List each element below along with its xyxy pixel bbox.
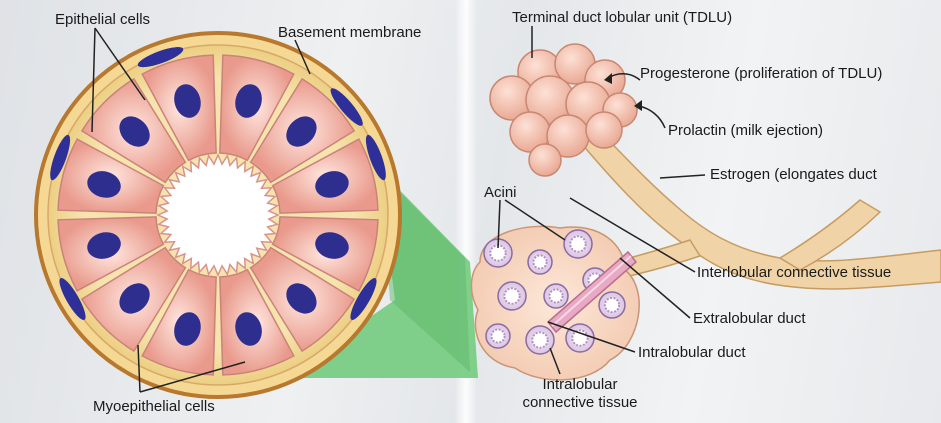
- acinus-lumen: [533, 255, 546, 268]
- myoepithelial-cells-label: Myoepithelial cells: [93, 398, 215, 415]
- acini-label: Acini: [484, 184, 517, 201]
- intralobular-ct-label-line2: connective tissue: [515, 394, 645, 411]
- progesterone-label: Progesterone (proliferation of TDLU): [640, 65, 882, 82]
- epithelial-cells-label: Epithelial cells: [55, 11, 150, 28]
- extralobular-label: Extralobular duct: [693, 310, 806, 327]
- basement-membrane-label: Basement membrane: [278, 24, 421, 41]
- intralobular-duct-label: Intralobular duct: [638, 344, 746, 361]
- estrogen-pointer: [660, 175, 705, 178]
- prolactin-arrow: [638, 106, 665, 128]
- acinus-lumen: [504, 288, 519, 303]
- acinus-lumen: [605, 298, 619, 312]
- tdlu-label: Terminal duct lobular unit (TDLU): [512, 9, 732, 26]
- intralobular-ct-label-line1: Intralobular: [515, 376, 645, 393]
- acinus-lumen: [491, 329, 504, 342]
- interlobular-label: Interlobular connective tissue: [697, 264, 891, 281]
- estrogen-label: Estrogen (elongates duct: [710, 166, 877, 183]
- tdlu-acinus: [529, 144, 561, 176]
- acinus-lumen: [549, 289, 562, 302]
- tdlu-acinus: [586, 112, 622, 148]
- acinus-lumen: [532, 332, 547, 347]
- acinus-lumen: [570, 236, 585, 251]
- lumen: [158, 155, 278, 275]
- prolactin-label: Prolactin (milk ejection): [668, 122, 823, 139]
